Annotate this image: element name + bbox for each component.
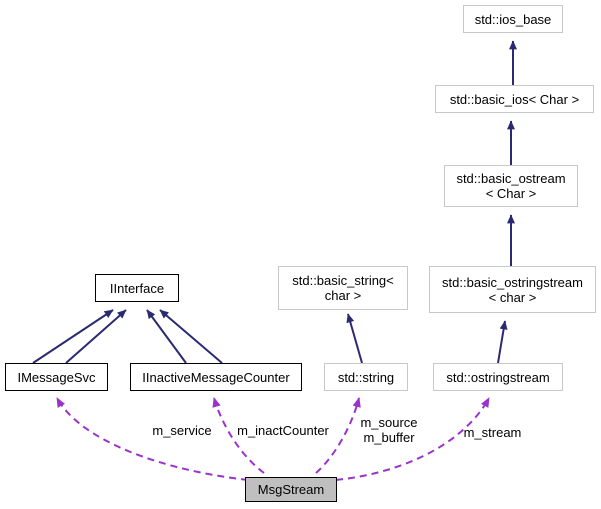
node-std-basic-ostringstream[interactable]: std::basic_ostringstream < char > (429, 266, 596, 313)
edge-label-m-service: m_service (152, 423, 212, 438)
iinterface-inheritance-group (32, 309, 223, 364)
edge-string-to-basic_string (346, 313, 363, 364)
edge-imessagesvc-to-iinterface-b (65, 309, 127, 364)
edge-iinactive-to-iinterface-a (146, 309, 187, 364)
node-std-basic-ostream[interactable]: std::basic_ostream < Char > (444, 165, 578, 207)
edge-imessagesvc-to-iinterface-a (32, 309, 114, 364)
node-std-basic-string[interactable]: std::basic_string< char > (278, 266, 408, 310)
node-iinterface[interactable]: IInterface (95, 274, 179, 302)
edge-label-m-stream: m_stream (463, 425, 522, 440)
edge-iinactive-to-iinterface-b (159, 309, 223, 364)
inheritance-edge-group (346, 40, 517, 364)
node-std-ios-base[interactable]: std::ios_base (463, 5, 563, 33)
node-std-string[interactable]: std::string (324, 363, 408, 391)
node-imessagesvc[interactable]: IMessageSvc (5, 363, 108, 391)
edge-ostringstream-to-ostringstrm (497, 320, 508, 364)
edge-label-m-source-m-buffer: m_source m_buffer (360, 415, 418, 445)
edge-msgstream-to-ostringstream (335, 397, 490, 481)
usage-edge-group (56, 397, 490, 481)
edge-msgstream-to-string (315, 397, 361, 474)
node-iinactivemessagecounter[interactable]: IInactiveMessageCounter (130, 363, 302, 391)
edge-msgstream-to-imessagesvc (56, 397, 249, 481)
node-std-ostringstream[interactable]: std::ostringstream (433, 363, 563, 391)
node-std-basic-ios[interactable]: std::basic_ios< Char > (435, 85, 594, 113)
edge-label-m-inact-counter: m_inactCounter (237, 423, 329, 438)
node-msgstream[interactable]: MsgStream (245, 477, 337, 502)
